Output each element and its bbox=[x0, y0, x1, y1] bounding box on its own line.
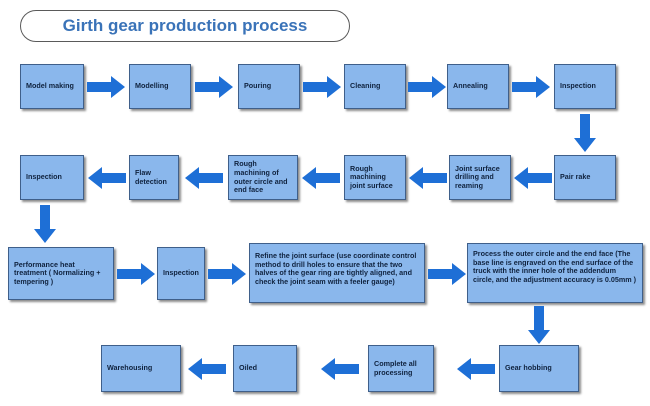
step-label: Model making bbox=[26, 81, 74, 91]
step-joint-surface: Joint surface drilling and reaming bbox=[449, 155, 511, 200]
arrow-left-icon bbox=[514, 167, 552, 189]
arrow-left-icon bbox=[185, 167, 223, 189]
step-oiled: Oiled bbox=[233, 345, 297, 392]
step-label: Modelling bbox=[135, 81, 169, 91]
step-label: Warehousing bbox=[107, 363, 153, 373]
step-model-making: Model making bbox=[20, 64, 84, 109]
step-inspection-1: Inspection bbox=[554, 64, 616, 109]
arrow-left-icon bbox=[302, 167, 340, 189]
arrow-right-icon bbox=[512, 76, 550, 98]
step-label: Process the outer circle and the end fac… bbox=[473, 249, 636, 284]
step-cleaning: Cleaning bbox=[344, 64, 406, 109]
step-process-outer: Process the outer circle and the end fac… bbox=[467, 243, 643, 303]
diagram-title: Girth gear production process bbox=[62, 16, 308, 35]
arrow-down-icon bbox=[528, 306, 550, 344]
step-pair-rake: Pair rake bbox=[554, 155, 616, 200]
step-label: Cleaning bbox=[350, 81, 381, 91]
step-rough-joint: Rough machining joint surface bbox=[344, 155, 406, 200]
step-label: Oiled bbox=[239, 363, 257, 373]
step-warehousing: Warehousing bbox=[101, 345, 181, 392]
step-label: Rough machining joint surface bbox=[350, 163, 393, 190]
title-box: Girth gear production process bbox=[20, 10, 350, 42]
arrow-right-icon bbox=[408, 76, 446, 98]
step-modelling: Modelling bbox=[129, 64, 191, 109]
step-label: Inspection bbox=[163, 268, 199, 278]
step-label: Joint surface drilling and reaming bbox=[455, 163, 500, 190]
step-inspection-2: Inspection bbox=[20, 155, 84, 200]
step-pouring: Pouring bbox=[238, 64, 300, 109]
step-inspection-3: Inspection bbox=[157, 247, 205, 300]
step-label: Refine the joint surface (use coordinate… bbox=[255, 251, 417, 286]
arrow-down-icon bbox=[34, 205, 56, 243]
step-complete-processing: Complete all processing bbox=[368, 345, 434, 392]
step-label: Complete all processing bbox=[374, 358, 417, 377]
step-heat-treatment: Performance heat treatment ( Normalizing… bbox=[8, 247, 114, 300]
step-annealing: Annealing bbox=[447, 64, 509, 109]
arrow-left-icon bbox=[88, 167, 126, 189]
arrow-right-icon bbox=[428, 263, 466, 285]
arrow-left-icon bbox=[188, 358, 226, 380]
arrow-right-icon bbox=[117, 263, 155, 285]
arrow-left-icon bbox=[321, 358, 359, 380]
step-label: Inspection bbox=[26, 172, 62, 182]
arrow-left-icon bbox=[457, 358, 495, 380]
arrow-right-icon bbox=[87, 76, 125, 98]
step-label: Performance heat treatment ( Normalizing… bbox=[14, 259, 101, 286]
step-label: Pouring bbox=[244, 81, 272, 91]
step-label: Pair rake bbox=[560, 172, 591, 182]
arrow-right-icon bbox=[208, 263, 246, 285]
step-label: Annealing bbox=[453, 81, 488, 91]
step-label: Rough machining of outer circle and end … bbox=[234, 159, 288, 195]
arrow-right-icon bbox=[303, 76, 341, 98]
step-label: Flaw detection bbox=[135, 167, 167, 186]
step-rough-outer: Rough machining of outer circle and end … bbox=[228, 155, 298, 200]
step-flaw-detection: Flaw detection bbox=[129, 155, 179, 200]
step-label: Gear hobbing bbox=[505, 363, 552, 373]
step-label: Inspection bbox=[560, 81, 596, 91]
arrow-right-icon bbox=[195, 76, 233, 98]
step-refine-joint: Refine the joint surface (use coordinate… bbox=[249, 243, 425, 303]
arrow-left-icon bbox=[409, 167, 447, 189]
step-gear-hobbing: Gear hobbing bbox=[499, 345, 579, 392]
arrow-down-icon bbox=[574, 114, 596, 152]
